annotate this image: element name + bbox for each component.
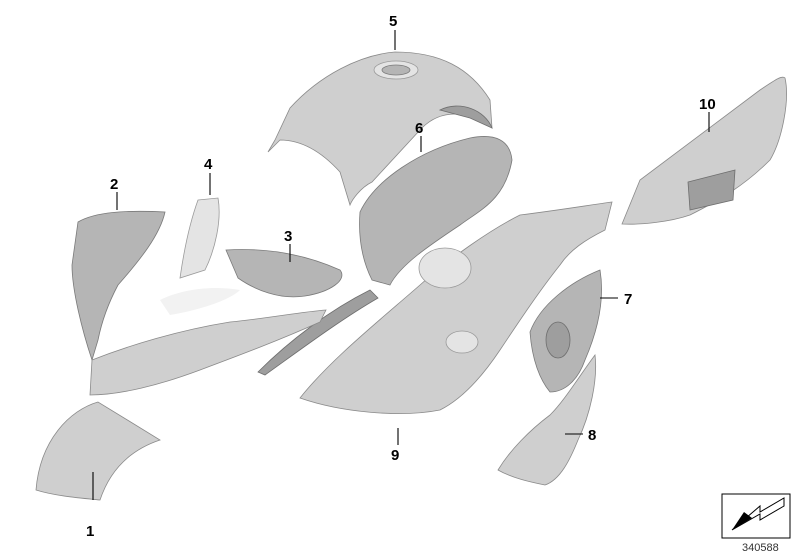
callout-3: 3 [284,228,292,245]
part-trim-cover [225,249,343,298]
callout-10: 10 [699,96,716,113]
callout-7: 7 [624,291,632,308]
callout-1: 1 [86,523,94,540]
part-tank-cover [267,51,493,207]
callout-4: 4 [204,156,213,173]
callout-8: 8 [588,427,596,444]
part-side-fairing [359,136,513,286]
part-front-mudguard [35,401,161,501]
part-front-fairing [71,210,327,396]
callout-2: 2 [110,176,118,193]
leader-lines [92,30,710,500]
part-rear-side-panel [621,76,787,225]
direction-arrow-icon [721,493,791,539]
callout-9: 9 [391,447,399,464]
part-inner-panel [529,269,603,393]
diagram-number: 340588 [742,542,779,554]
callout-labels: 1 2 3 4 5 6 7 8 9 10 [86,13,716,540]
callout-6: 6 [415,120,423,137]
callout-5: 5 [389,13,397,30]
part-lower-side-panel [257,201,613,414]
part-lower-cover [497,353,596,486]
part-windshield [179,197,220,279]
